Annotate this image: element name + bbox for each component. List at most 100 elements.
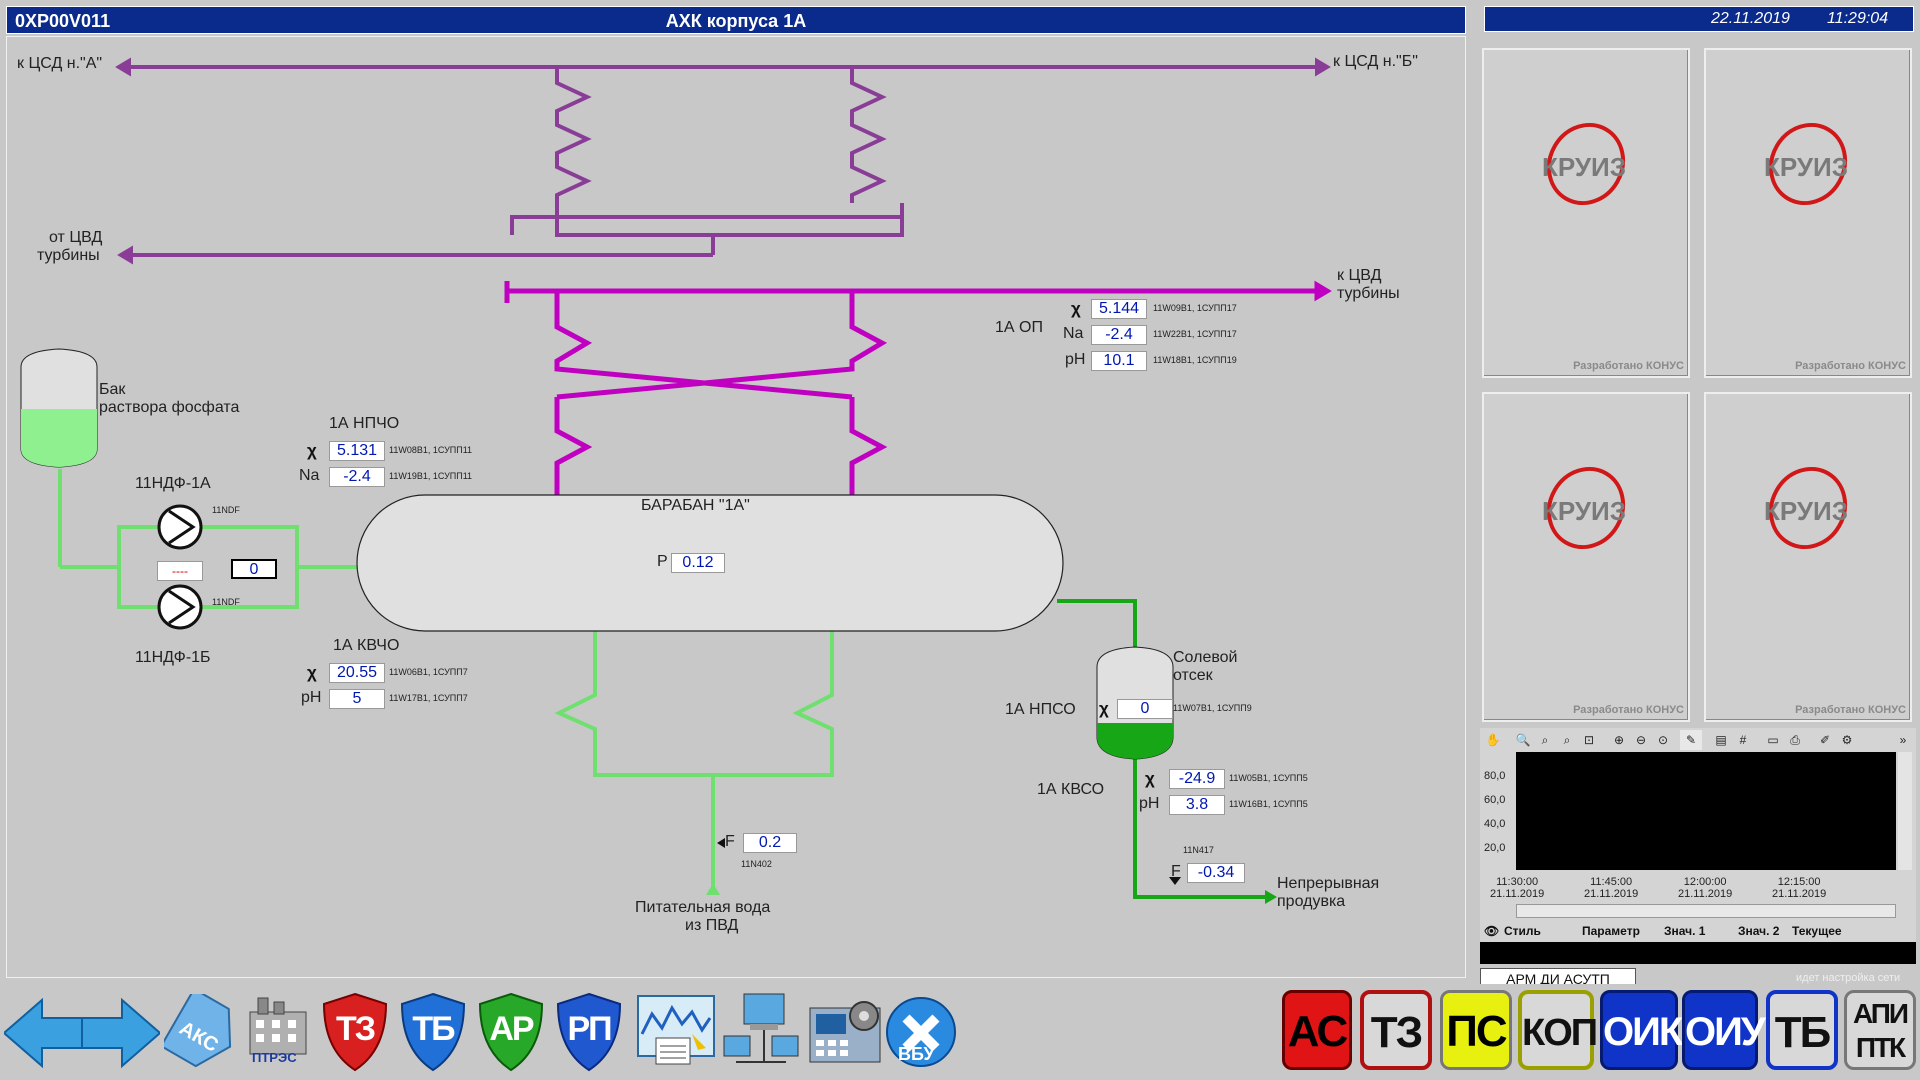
more-icon[interactable]: » — [1899, 733, 1907, 747]
op-chi-tag: 11W09B1, 1СУПП17 — [1153, 303, 1237, 313]
drum-title: БАРАБАН "1А" — [641, 497, 750, 514]
kruiz-logo: КРУИЗ — [1764, 466, 1848, 550]
edit-icon[interactable]: ✐ — [1819, 733, 1831, 747]
tb-shield-button[interactable]: ТБ — [400, 992, 466, 1072]
vbu-button[interactable]: ВБУ — [884, 994, 958, 1070]
op-ph-symbol: pH — [1065, 351, 1086, 368]
phosphate-pipes — [58, 469, 834, 889]
feedwater-arrow — [706, 883, 720, 895]
zoom-y-icon[interactable]: ⌕ — [1563, 733, 1571, 747]
pump-b-symbol — [157, 584, 203, 630]
tile-credit: Разработано КОНУС — [1795, 360, 1906, 372]
trend-plot-area[interactable] — [1516, 752, 1896, 870]
npcho-na-symbol: Na — [299, 467, 320, 484]
trends-icon[interactable] — [636, 994, 716, 1070]
camera-tile-4[interactable]: КРУИЗ Разработано КОНУС — [1704, 392, 1912, 722]
ptres-button[interactable]: ПТРЭС — [244, 994, 312, 1070]
op-ph-tag: 11W18B1, 1СУПП19 — [1153, 355, 1237, 365]
kvso-chi-value[interactable]: -24.9 — [1169, 769, 1225, 789]
feed-label-2: из ПВД — [685, 917, 739, 934]
kvcho-ph-value[interactable]: 5 — [329, 689, 385, 709]
print-icon[interactable]: ⎙ — [1790, 733, 1800, 747]
process-diagram — [20, 57, 1332, 904]
y-tick-20: 20,0 — [1484, 842, 1506, 854]
datetime-bar: 22.11.2019 11:29:04 — [1484, 6, 1914, 32]
grid-icon[interactable]: # — [1739, 733, 1747, 747]
col-val2[interactable]: Знач. 2 — [1738, 924, 1780, 938]
kvso-ph-tag: 11W16B1, 1СУПП5 — [1229, 799, 1308, 809]
chart-icon[interactable]: ▤ — [1715, 733, 1727, 747]
npso-chi-value[interactable]: 0 — [1117, 699, 1173, 719]
col-style[interactable]: Стиль — [1504, 924, 1541, 938]
kvso-ph-value[interactable]: 3.8 — [1169, 795, 1225, 815]
drum-pressure-value: 0.12 — [671, 553, 725, 573]
settings-panel-icon[interactable] — [806, 992, 886, 1070]
zoom-out-icon[interactable]: ⊖ — [1635, 733, 1647, 747]
zoom-reset-icon[interactable]: ⊙ — [1657, 733, 1669, 747]
kvso-chi-tag: 11W05B1, 1СУПП5 — [1229, 773, 1308, 783]
save-icon[interactable]: ▭ — [1767, 733, 1779, 747]
rp-shield-button[interactable]: РП — [556, 992, 622, 1072]
svg-text:КРУИЗ: КРУИЗ — [1542, 152, 1626, 182]
building-icon — [249, 997, 307, 1055]
tb-button[interactable]: ТБ — [1766, 990, 1838, 1070]
col-param[interactable]: Параметр — [1582, 924, 1640, 938]
npcho-chi-value[interactable]: 5.131 — [329, 441, 385, 461]
col-current[interactable]: Текущее — [1792, 924, 1842, 938]
tz-button[interactable]: ТЗ — [1360, 990, 1432, 1070]
zoom-box-icon[interactable]: ⊡ — [1583, 733, 1595, 747]
oiu-button[interactable]: ОИУ — [1682, 990, 1766, 1070]
settings-icon[interactable]: ⚙ — [1841, 733, 1853, 747]
kvso-ph-symbol: pH — [1139, 795, 1160, 812]
npcho-chi-symbol: χ — [307, 441, 317, 460]
ps-button[interactable]: ПС — [1440, 990, 1512, 1070]
pump-b-tag: 11NDF — [212, 597, 240, 607]
as-button[interactable]: АС — [1282, 990, 1352, 1070]
blow-flow-label: F — [1171, 863, 1181, 880]
npcho-na-value[interactable]: -2.4 — [329, 467, 385, 487]
y-tick-80: 80,0 — [1484, 770, 1506, 782]
group-npso-name: 1А НПСО — [1005, 701, 1076, 718]
aks-button[interactable]: АКС — [164, 994, 238, 1068]
op-chi-value[interactable]: 5.144 — [1091, 299, 1147, 319]
oik-button[interactable]: ОИК — [1600, 990, 1683, 1070]
kvso-chi-symbol: χ — [1145, 769, 1155, 788]
tz-shield-button[interactable]: ТЗ — [322, 992, 388, 1072]
from-cvd-label-2: турбины — [37, 247, 100, 264]
trend-hscroll[interactable] — [1516, 904, 1896, 918]
network-status: идет настройка сети — [1796, 972, 1901, 984]
pan-icon[interactable]: ✋ — [1485, 733, 1501, 747]
pump-b-label[interactable]: 11НДФ-1Б — [135, 649, 211, 666]
pump-a-symbol — [157, 504, 203, 550]
nav-arrows-icon[interactable] — [4, 996, 160, 1070]
trend-legend-area — [1480, 942, 1916, 964]
camera-tile-3[interactable]: КРУИЗ Разработано КОНУС — [1482, 392, 1690, 722]
pump-a-label[interactable]: 11НДФ-1А — [135, 475, 211, 492]
op-na-value[interactable]: -2.4 — [1091, 325, 1147, 345]
blowdown-pipes — [1057, 599, 1267, 899]
network-icon[interactable] — [720, 992, 804, 1070]
col-val1[interactable]: Знач. 1 — [1664, 924, 1706, 938]
kvcho-chi-tag: 11W06B1, 1СУПП7 — [389, 667, 468, 677]
blow-label-1: Непрерывная — [1277, 875, 1380, 892]
blow-label-2: продувка — [1277, 893, 1346, 910]
cursor-icon[interactable]: ✎ — [1680, 730, 1702, 750]
camera-tile-1[interactable]: КРУИЗ Разработано КОНУС — [1482, 48, 1690, 378]
op-na-symbol: Na — [1063, 325, 1084, 342]
kvcho-chi-value[interactable]: 20.55 — [329, 663, 385, 683]
title-bar: 0XP00V011 АХК корпуса 1А — [6, 6, 1466, 34]
ar-shield-button[interactable]: АР — [478, 992, 544, 1072]
kop-button[interactable]: КОП — [1518, 990, 1598, 1070]
camera-tile-2[interactable]: КРУИЗ Разработано КОНУС — [1704, 48, 1912, 378]
zoom-in-icon[interactable]: ⊕ — [1613, 733, 1625, 747]
op-ph-value[interactable]: 10.1 — [1091, 351, 1147, 371]
eye-icon[interactable]: 👁 — [1484, 924, 1500, 938]
zoom-icon[interactable]: 🔍 — [1515, 733, 1531, 747]
phosphate-tank — [20, 348, 98, 468]
zoom-x-icon[interactable]: ⌕ — [1541, 733, 1549, 747]
group-kvcho-name: 1А КВЧО — [333, 637, 400, 654]
feed-flow-label: F — [725, 833, 735, 850]
trend-vscroll[interactable] — [1898, 752, 1912, 870]
